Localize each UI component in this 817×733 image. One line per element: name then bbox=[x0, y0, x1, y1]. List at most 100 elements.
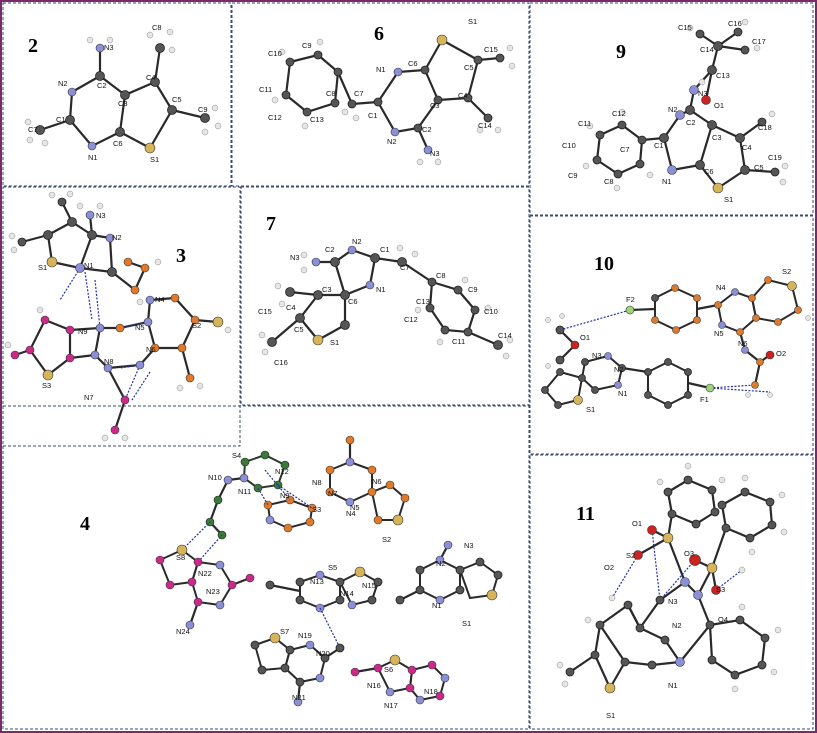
atom-label: C3 bbox=[118, 99, 128, 108]
atom-label: C10 bbox=[268, 49, 282, 58]
atom-label: N1 bbox=[376, 285, 386, 294]
atom-label: N2 bbox=[387, 137, 397, 146]
atom-label: C14 bbox=[478, 121, 492, 130]
molecule-9 bbox=[582, 18, 789, 194]
atom-label: O4 bbox=[718, 615, 728, 624]
panel-11-border bbox=[529, 454, 814, 730]
atom-label: N16 bbox=[367, 681, 381, 690]
atom-label: S5 bbox=[328, 563, 337, 572]
atom-label: N3 bbox=[290, 253, 300, 262]
atom-label: N12 bbox=[275, 467, 289, 476]
atom-label: C2 bbox=[97, 81, 107, 90]
atom-label: N4 bbox=[716, 283, 726, 292]
atom-label: C17 bbox=[752, 37, 766, 46]
atom-label: N1 bbox=[432, 601, 442, 610]
atom-label: S3 bbox=[716, 585, 725, 594]
atom-label: N21 bbox=[292, 693, 306, 702]
panel-9-number: 9 bbox=[616, 41, 626, 63]
atom-label: C14 bbox=[700, 45, 714, 54]
panel-7-border bbox=[240, 186, 530, 406]
atom-label: N2 bbox=[112, 233, 122, 242]
atom-label: N6 bbox=[146, 345, 156, 354]
atom-label: N3 bbox=[96, 211, 106, 220]
atom-label: F1 bbox=[700, 395, 709, 404]
atom-label: C5 bbox=[172, 95, 182, 104]
atom-label: C12 bbox=[268, 113, 282, 122]
atom-label: S3 bbox=[312, 505, 321, 514]
atom-label: N3 bbox=[698, 89, 708, 98]
atom-label: N5 bbox=[135, 323, 145, 332]
panel-4-border bbox=[2, 405, 530, 730]
panel-9-atom-labels: C16 C15 C14 C17 C13 N3 O1 C11 C12 N2 C2 … bbox=[562, 19, 782, 204]
atom-label: N5 bbox=[350, 503, 360, 512]
atom-label: S1 bbox=[38, 263, 47, 272]
atom-label: N18 bbox=[424, 687, 438, 696]
atom-label: N2 bbox=[58, 79, 68, 88]
atom-label: N1 bbox=[88, 153, 98, 162]
atom-label: N9 bbox=[280, 491, 290, 500]
panel-2-atom-labels: N3 C8 N2 C2 C4 C3 C5 C9 C1 C7 C6 N1 S1 bbox=[28, 23, 208, 164]
atom-label: C2 bbox=[325, 245, 335, 254]
atom-label: C8 bbox=[436, 271, 446, 280]
atom-label: C13 bbox=[716, 71, 730, 80]
atom-label: N1 bbox=[662, 177, 672, 186]
atom-label: C19 bbox=[768, 153, 782, 162]
atom-label: N5 bbox=[714, 329, 724, 338]
atom-label: C1 bbox=[654, 141, 664, 150]
atom-label: C5 bbox=[294, 325, 304, 334]
atom-label: C1 bbox=[368, 111, 378, 120]
atom-label: C7 bbox=[400, 263, 410, 272]
atom-label: N1 bbox=[618, 389, 628, 398]
atom-label: S1 bbox=[724, 195, 733, 204]
panel-10-border bbox=[529, 215, 814, 455]
atom-label: C1 bbox=[56, 115, 66, 124]
atom-label: N7 bbox=[84, 393, 94, 402]
atom-label: C2 bbox=[422, 125, 432, 134]
atom-label: N8 bbox=[104, 357, 114, 366]
panel-2-number: 2 bbox=[28, 35, 38, 57]
atom-label: S2 bbox=[382, 535, 391, 544]
atom-label: C5 bbox=[464, 63, 474, 72]
atom-label: O1 bbox=[632, 519, 642, 528]
atom-label: C16 bbox=[728, 19, 742, 28]
atom-label: C10 bbox=[562, 141, 576, 150]
panel-3-atom-labels: N3 N2 N1 S1 N4 S2 N9 N5 N8 N6 S3 N7 bbox=[38, 211, 201, 402]
atom-label: S4 bbox=[232, 451, 241, 460]
atom-label: S8 bbox=[176, 553, 185, 562]
atom-label: N1 bbox=[376, 65, 386, 74]
atom-label: C16 bbox=[274, 358, 288, 367]
atom-label: O2 bbox=[776, 349, 786, 358]
atom-label: C9 bbox=[468, 285, 478, 294]
atom-label: N24 bbox=[176, 627, 190, 636]
atom-label: C7 bbox=[28, 125, 38, 134]
atom-label: N3 bbox=[104, 43, 114, 52]
atom-label: C2 bbox=[686, 118, 696, 127]
atom-label: C5 bbox=[754, 163, 764, 172]
molecule-11 bbox=[556, 462, 788, 694]
atom-label: N19 bbox=[298, 631, 312, 640]
atom-label: N3 bbox=[592, 351, 602, 360]
atom-label: S6 bbox=[384, 665, 393, 674]
atom-label: S1 bbox=[586, 405, 595, 414]
atom-label: N1 bbox=[84, 261, 94, 270]
atom-label: N2 bbox=[672, 621, 682, 630]
atom-label: C8 bbox=[604, 177, 614, 186]
atom-label: S1 bbox=[150, 155, 159, 164]
atom-label: C13 bbox=[310, 115, 324, 124]
atom-label: C9 bbox=[198, 105, 208, 114]
panel-9-border bbox=[529, 2, 814, 216]
molecule-10 bbox=[541, 276, 811, 409]
panel-6-atom-labels: S1 C10 C9 N1 C6 C15 C5 C11 C8 C7 C1 C3 C… bbox=[259, 17, 498, 158]
atom-label: C18 bbox=[758, 123, 772, 132]
panel-4-number: 4 bbox=[80, 513, 90, 535]
atom-label: N15 bbox=[362, 581, 376, 590]
atom-label: S1 bbox=[468, 17, 477, 26]
atom-label: N11 bbox=[238, 487, 251, 496]
atom-label: C7 bbox=[354, 89, 364, 98]
atom-label: C3 bbox=[322, 285, 332, 294]
atom-label: N8 bbox=[312, 478, 322, 487]
atom-label: S2 bbox=[626, 551, 635, 560]
atom-label: C12 bbox=[404, 315, 418, 324]
atom-label: C9 bbox=[568, 171, 578, 180]
